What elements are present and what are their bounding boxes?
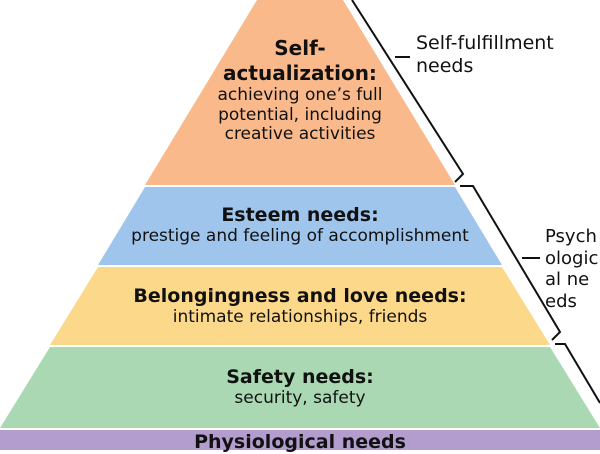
band-safety (0, 347, 600, 428)
level-esteem: Esteem needs: prestige and feeling of ac… (100, 204, 500, 246)
level-title: Physiological needs (194, 431, 406, 453)
level-description: intimate relationships, friends (172, 306, 428, 327)
level-title: Self- actualization: (223, 36, 377, 85)
level-title: Belongingness and love needs: (133, 285, 467, 307)
band-belonging (50, 267, 550, 345)
bracket-self-fulfillment (351, 0, 465, 183)
bracket-psychological (460, 185, 562, 341)
level-title: Esteem needs: (221, 204, 379, 226)
band-physiological (0, 430, 600, 450)
level-safety: Safety needs: security, safety (100, 366, 500, 408)
level-physiological: Physiological needs (100, 431, 500, 454)
level-title: Safety needs: (226, 366, 374, 388)
band-self-actualization (145, 0, 455, 185)
level-belonging: Belongingness and love needs: intimate r… (60, 285, 540, 327)
band-esteem (98, 187, 502, 265)
bracket-basic (555, 343, 600, 404)
level-self-actualization: Self- actualization: achieving one’s ful… (190, 36, 410, 145)
group-label-self-fulfillment: Self-fulfillment needs (416, 32, 554, 77)
level-description: prestige and feeling of accomplishment (131, 225, 469, 246)
level-description: achieving one’s full potential, includin… (217, 85, 383, 145)
level-description: security, safety (234, 387, 366, 408)
group-label-psychological: Psychological needs (545, 226, 599, 312)
